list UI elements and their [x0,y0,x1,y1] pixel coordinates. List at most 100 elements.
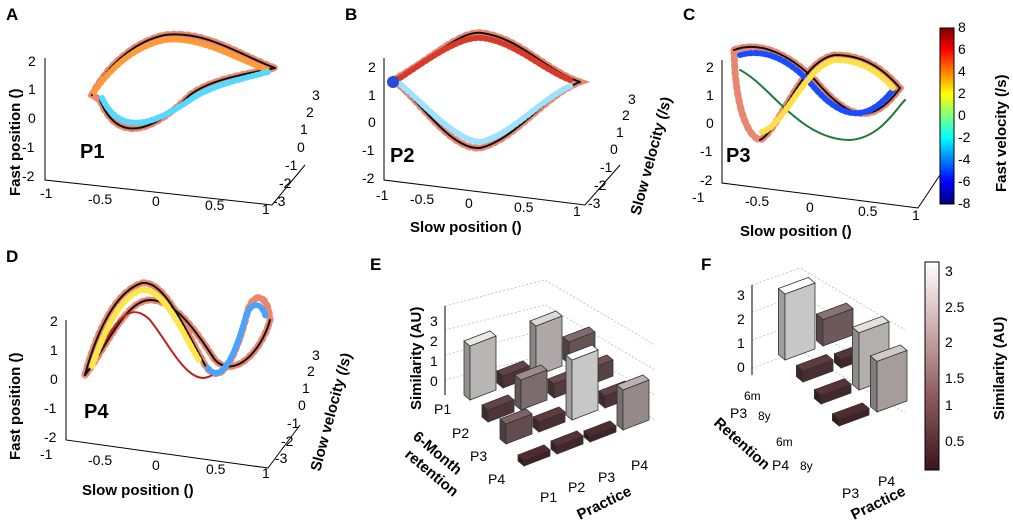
panel-D: D 2 1 0 -1 -2 -1 -0.5 0 0.5 1 3 2 1 0 -1… [6,247,355,499]
panel-F-colorbar: 3 2.5 2 1.5 1 0.5 Similarity (AU) [924,261,1008,471]
panel-D-ylabel: Fast position () [7,353,24,461]
panel-B-xtick-4: 1 [573,203,581,219]
panel-E-z-ticks: 3 2 1 0 [430,313,438,389]
panel-E-bar-r0-c2 [529,310,563,377]
panel-F-row-label-0: 6m [744,389,761,403]
panel-F-bar-side [778,287,786,361]
panel-D-fast-colored-1 [89,287,203,369]
panel-A-ylabel: Fast position () [7,89,24,197]
panel-F-cb-tick-4: 1 [945,397,953,413]
panel-E-bars [463,310,650,467]
panel-D-fast-colored-2 [205,302,269,376]
panel-E-bar-top [517,444,551,461]
panel-C-x-ticks: -1 -0.5 0 0.5 1 [692,189,920,223]
panel-A-x-ticks: -1 -0.5 0 0.5 1 [40,185,270,217]
panel-B-ztick-0: 3 [628,91,636,107]
panel-A-axis-frame [44,58,306,206]
panel-D-axes [65,320,301,469]
panel-A-fast-trace-bottom [99,67,276,130]
panel-C-cb-tick-3: 2 [958,85,966,101]
panel-C-colorbar: 8 6 4 2 0 -2 -4 -6 -8 Fast velocity (/s) [939,19,1010,211]
panel-B-axis-frame [383,58,621,206]
panel-C-cb-tick-4: 0 [958,107,966,123]
panel-B-zlabel: Slow velocity (/s) [627,95,675,217]
panel-F-colorbar-bar [924,261,940,471]
panel-E: E 3 2 1 0 Similarity (AU) P1 P2 P3 P4 P1… [370,255,656,524]
panel-A-trial-label: P1 [80,141,104,163]
panel-E-back-grid-3 [444,329,656,396]
panel-B-ztick-3: 0 [610,141,618,157]
panel-B-ytick-4: -2 [362,170,375,186]
panel-F-bar-top [815,302,854,321]
panel-C-fast-colored-1 [737,50,896,117]
panel-C-ytick-3: -1 [700,143,713,159]
panel-A-axes [44,58,306,206]
panel-A-ztick-0: 3 [312,87,320,103]
panel-A-ytick-1: 1 [28,81,36,97]
panel-C-cb-tick-0: 8 [958,19,966,35]
panel-D-trial-label: P4 [84,401,109,423]
panel-E-bar-top [550,430,584,447]
panel-B-start-point [387,76,399,88]
panel-D-ytick-3: -1 [44,400,57,416]
panel-B-xtick-3: 0.5 [514,199,534,215]
panel-A-xtick-0: -1 [40,185,53,201]
panel-D-fast-trace-2 [84,298,271,376]
panel-B-xtick-0: -1 [376,187,389,203]
panel-C-trial-label: P3 [726,145,750,167]
panel-E-bar-top [583,420,617,437]
panel-E-bar-r3-c0 [517,444,551,467]
panel-E-bar-top [463,330,497,347]
panel-E-bar-top [562,326,596,343]
panel-C-xtick-3: 0.5 [858,203,878,219]
panel-label-B: B [345,5,357,24]
panel-F-row-label-3: 6m [776,435,793,449]
panel-B-ytick-2: 0 [368,114,376,130]
panel-F-bar-top [777,277,816,295]
panel-D-ztick-2: 1 [302,380,310,396]
panel-F-bar-side [870,355,878,413]
panel-B-xtick-2: 0 [465,195,473,211]
panel-F-ztick-3: 0 [737,359,745,375]
panel-B-fast-colored-2 [397,81,573,146]
panel-B-ytick-3: -1 [362,142,375,158]
panel-E-bar-r2-c2 [565,344,599,421]
panel-E-ztick-3: 0 [430,373,438,389]
panel-F-cb-tick-2: 2 [945,334,953,350]
panel-D-ztick-3: 0 [298,397,306,413]
panel-F-bar-r2-c0 [813,378,852,405]
panel-F-bars [777,277,908,427]
panel-D-ztick-0: 3 [312,347,320,363]
panel-F-bar-r0-c1 [815,302,854,347]
panel-E-row-label-3: P4 [488,471,505,487]
panel-B-ztick-5: -2 [594,177,607,193]
panel-E-bar-top [499,408,533,425]
panel-E-bar-top [616,374,650,391]
panel-E-bar-top [565,344,599,361]
panel-B-trial-label: P2 [390,145,414,167]
panel-B-ztick-2: 1 [616,124,624,140]
panel-F-col-label-0: P3 [842,485,859,501]
panel-E-bar-side [565,354,573,421]
panel-D-ztick-1: 2 [307,363,315,379]
panel-C-cb-tick-6: -4 [958,151,971,167]
panel-label-C: C [683,5,695,24]
panel-C-fast-trace-1 [733,45,901,115]
panel-C-xtick-0: -1 [692,189,705,205]
panel-E-bar-r3-c1 [550,430,584,455]
panel-F-cb-tick-1: 2.5 [945,299,965,315]
panel-B-ztick-4: -1 [600,159,613,175]
panel-E-col-label-1: P2 [568,479,585,495]
panel-A-y-ticks: 2 1 0 -1 -2 [22,53,36,184]
panel-F-row-label-1: P3 [730,405,747,421]
panel-A-ztick-2: 1 [300,121,308,137]
panel-E-zlabel: Similarity (AU) [408,307,425,410]
panel-C-ytick-0: 2 [706,59,714,75]
panel-B-ytick-1: 1 [368,87,376,103]
panel-A-ztick-3: 0 [297,139,305,155]
panel-F-back-grid-1 [751,267,906,331]
panel-B-z-ticks: 3 2 1 0 -1 -2 -3 [588,91,636,211]
panel-E-bar-r1-c1 [514,364,548,411]
panel-C-cb-tick-2: 4 [958,63,966,79]
